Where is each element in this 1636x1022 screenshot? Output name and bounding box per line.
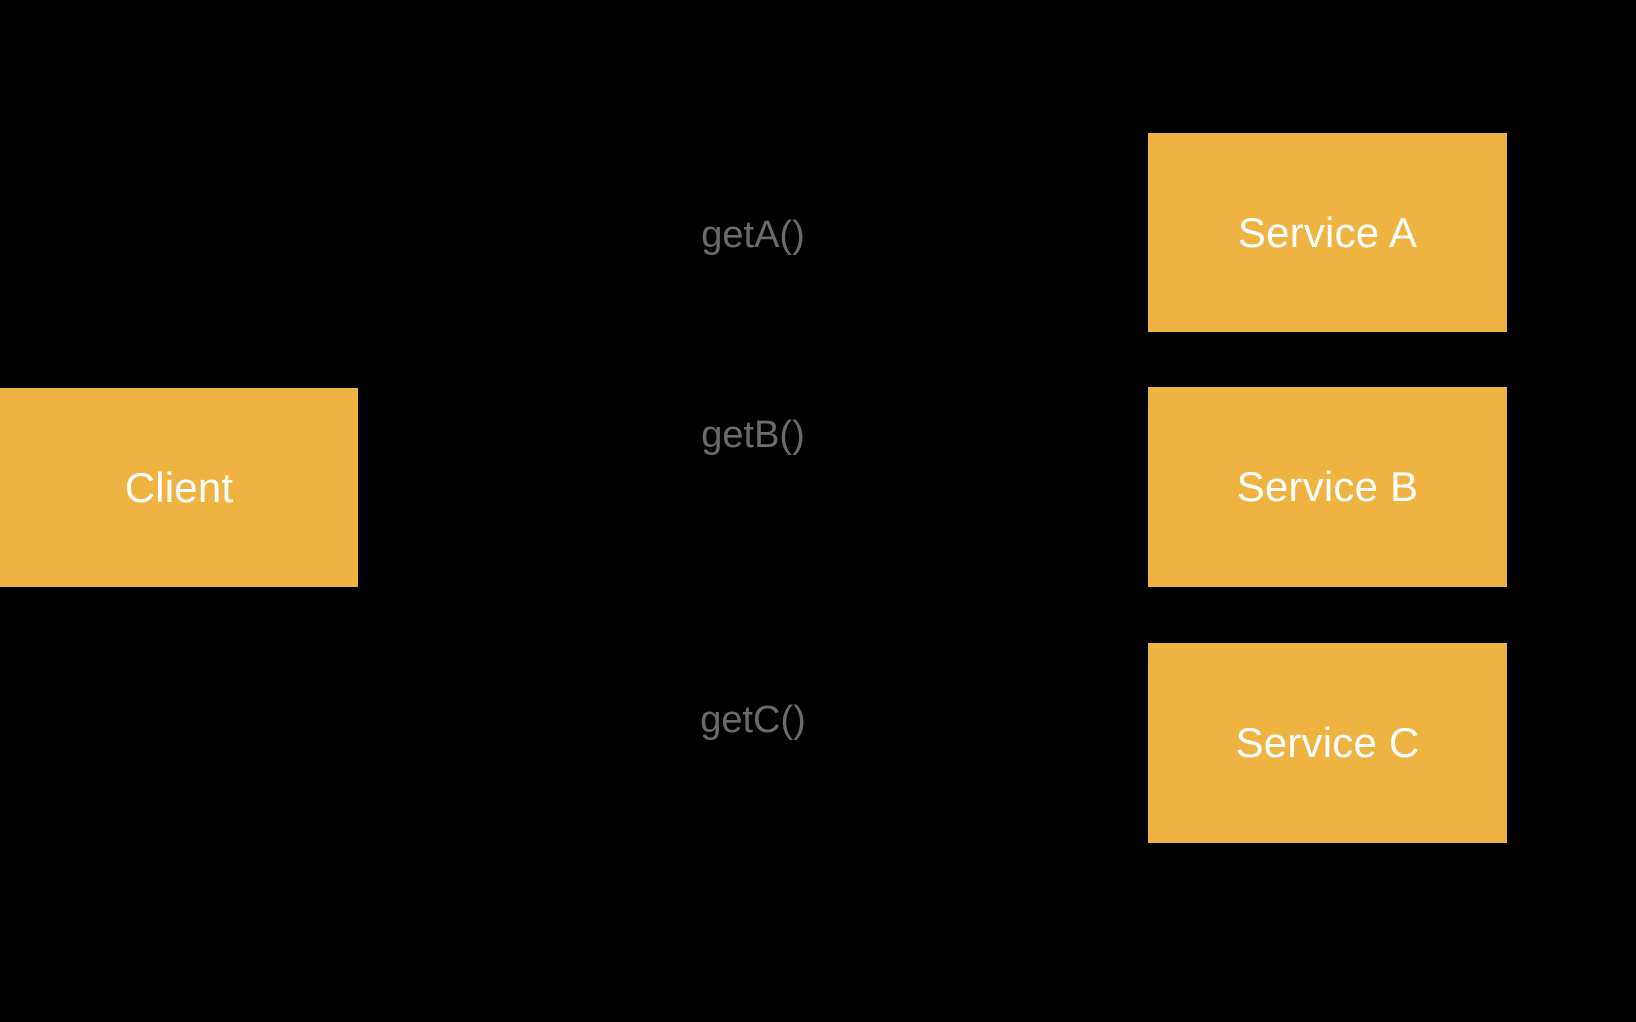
edge-label-get-a: getA()	[701, 214, 805, 256]
edge-label-get-c: getC()	[700, 699, 806, 741]
edge-label-get-b: getB()	[701, 414, 805, 456]
node-client-label: Client	[124, 463, 234, 511]
node-client[interactable]: Client	[0, 388, 358, 587]
node-service-a[interactable]: Service A	[1148, 133, 1507, 332]
node-service-c[interactable]: Service C	[1148, 643, 1507, 843]
node-service-b[interactable]: Service B	[1148, 387, 1507, 587]
node-service-c-label: Service C	[1235, 719, 1420, 766]
node-service-b-label: Service B	[1236, 463, 1419, 510]
node-service-a-label: Service A	[1237, 208, 1418, 256]
